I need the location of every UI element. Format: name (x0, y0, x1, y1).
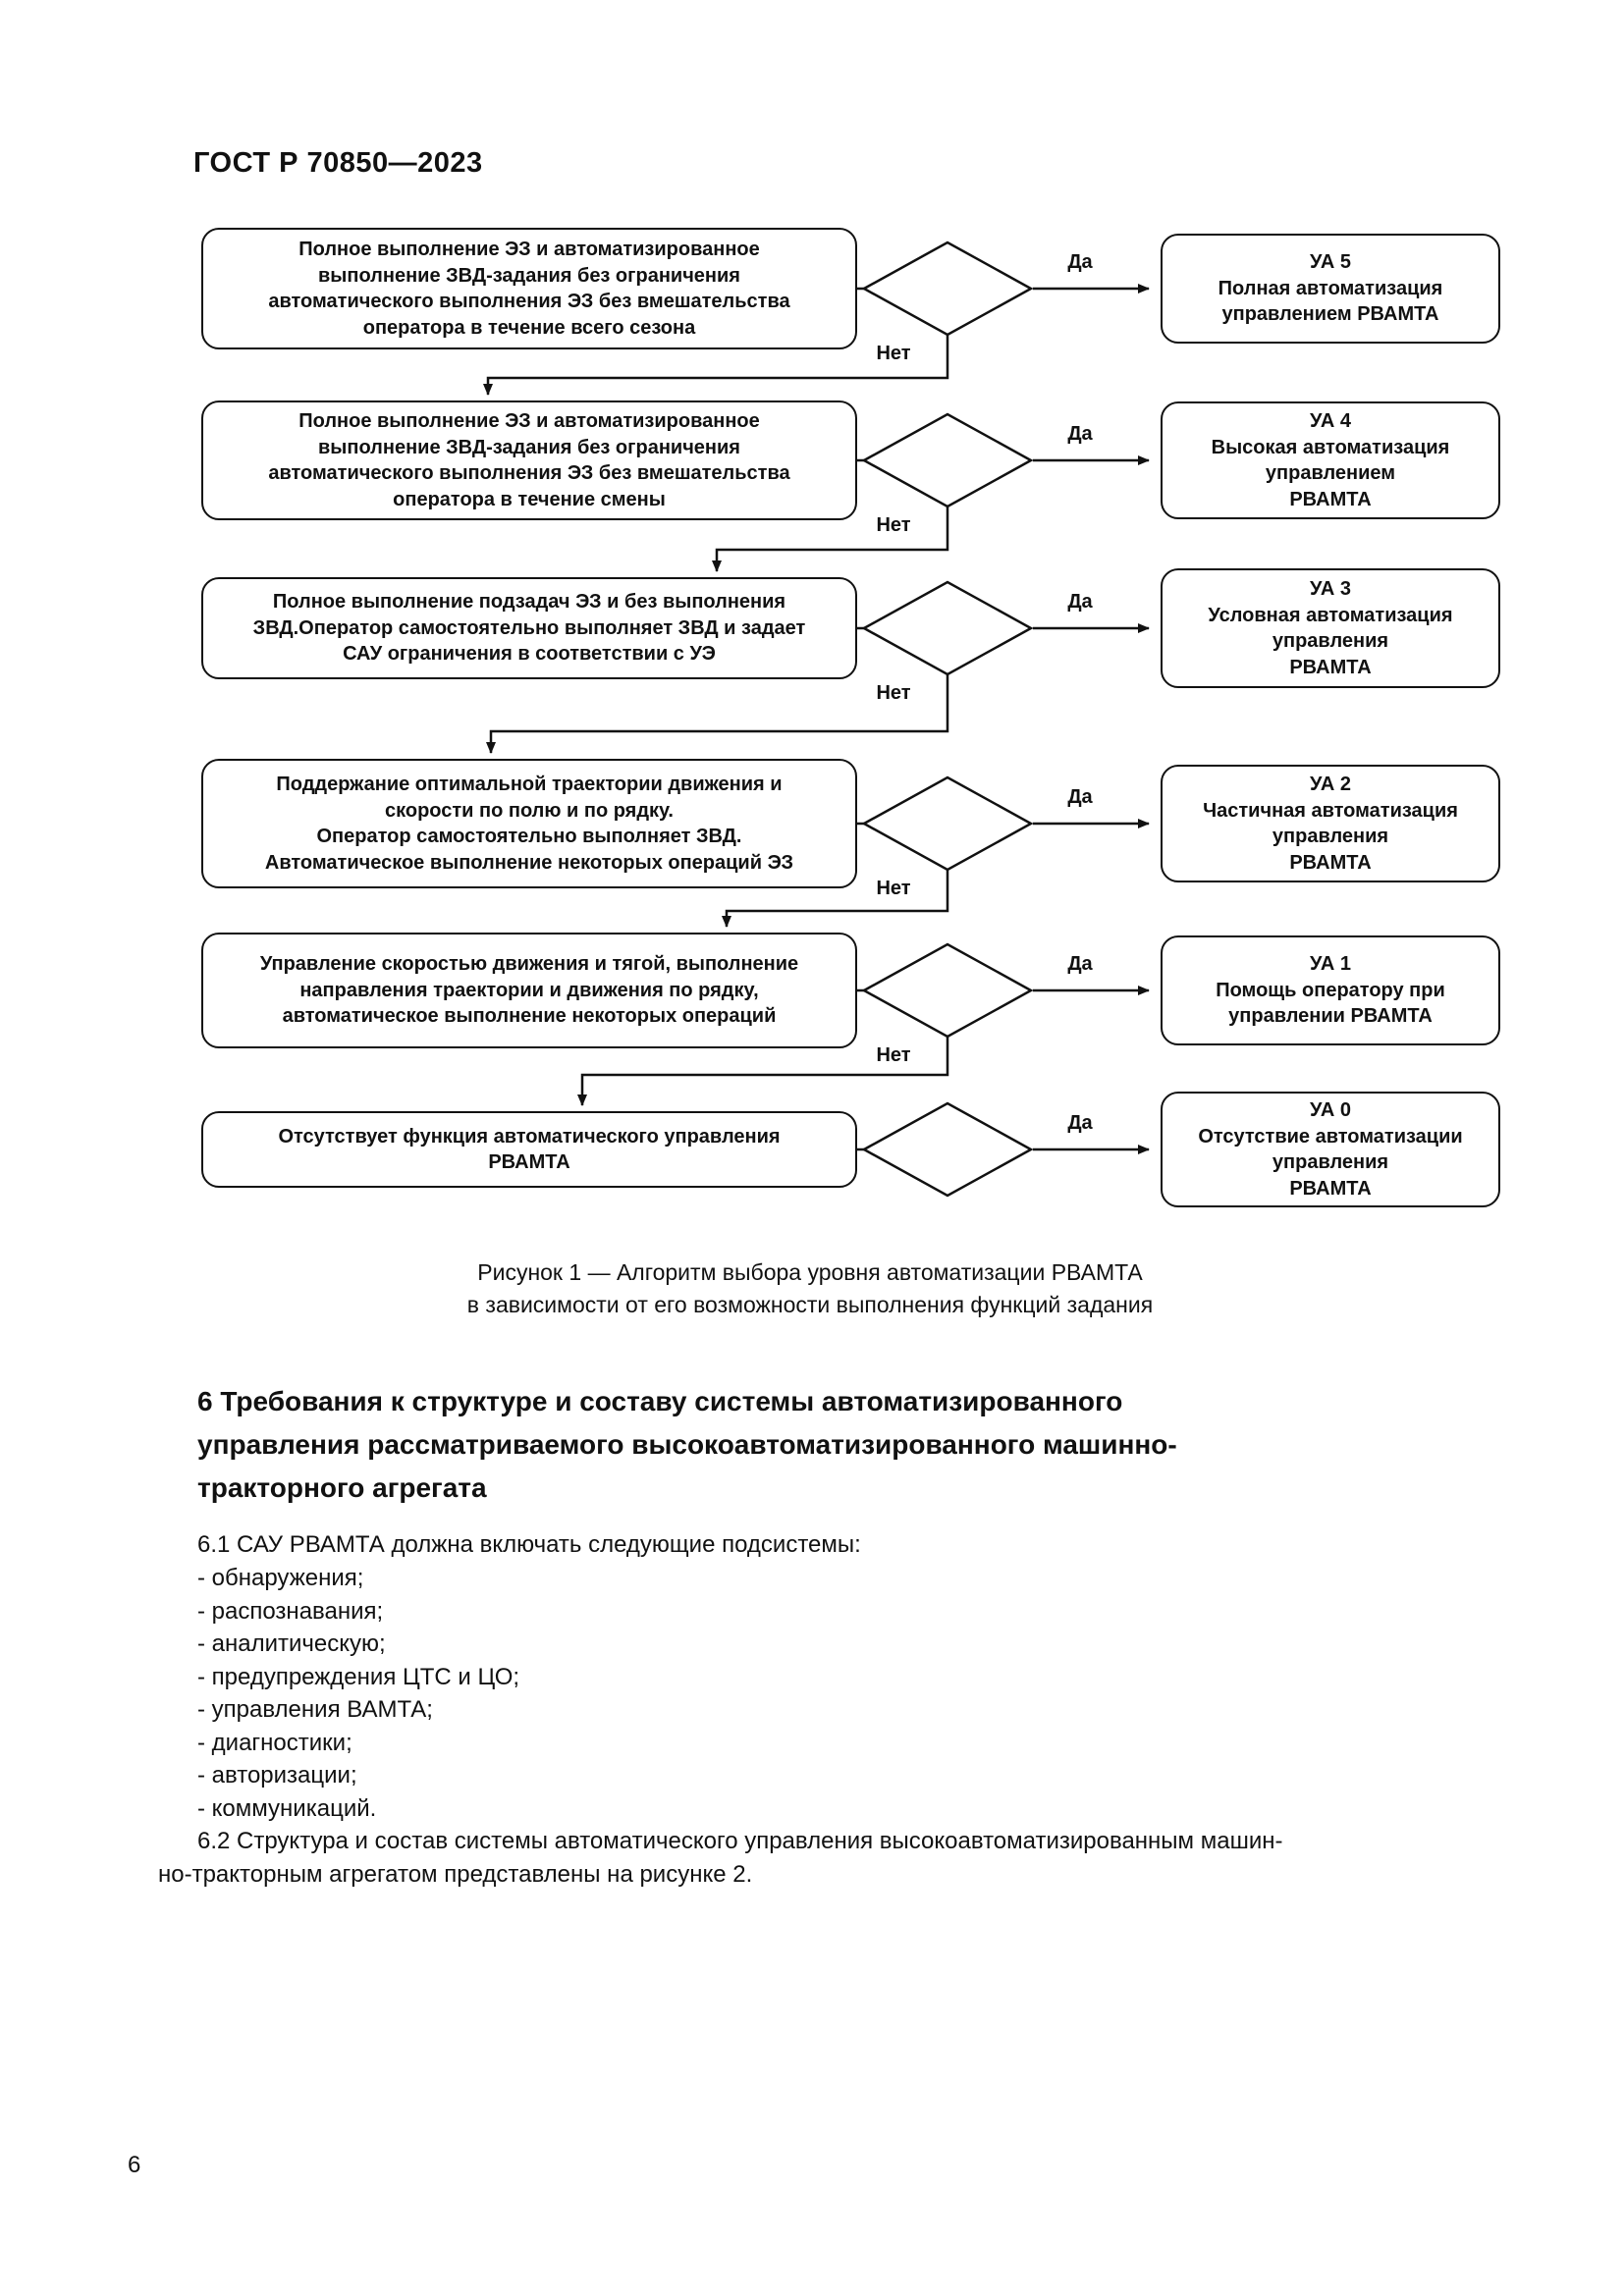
yes-label: Да (1067, 1112, 1093, 1134)
list-item: - управления ВАМТА; (197, 1696, 433, 1723)
no-label: Нет (876, 514, 911, 536)
yes-label: Да (1067, 251, 1093, 273)
section-body: 6.1 САУ РВАМТА должна включать следующие… (158, 1528, 1503, 1892)
list-item: - обнаружения; (197, 1565, 364, 1591)
yes-label: Да (1067, 591, 1093, 613)
decision-diamonds (861, 240, 1034, 1198)
result-box-ua2: УА 2 Частичная автоматизация управления … (1161, 765, 1500, 882)
result-box-ua5: УА 5 Полная автоматизация управлением РВ… (1161, 234, 1500, 344)
no-label: Нет (876, 343, 911, 364)
para-6-1: 6.1 САУ РВАМТА должна включать следующие… (197, 1531, 861, 1558)
result-box-ua1: УА 1 Помощь оператору при управлении РВА… (1161, 935, 1500, 1045)
result-box-ua3: УА 3 Условная автоматизация управления Р… (1161, 568, 1500, 688)
condition-box-ua5: Полное выполнение ЭЗ и автоматизированно… (201, 228, 857, 349)
list-item: - диагностики; (197, 1729, 352, 1756)
figure-caption: Рисунок 1 — Алгоритм выбора уровня автом… (466, 1259, 1154, 1317)
subsystem-list: - обнаружения; - распознавания; - аналит… (158, 1562, 1503, 1825)
condition-box-ua3: Полное выполнение подзадач ЭЗ и без выпо… (201, 577, 857, 679)
result-box-ua0: УА 0 Отсутствие автоматизации управления… (1161, 1092, 1500, 1207)
yes-label: Да (1067, 786, 1093, 808)
result-box-ua4: УА 4 Высокая автоматизация управлением Р… (1161, 401, 1500, 519)
condition-box-ua1: Управление скоростью движения и тягой, в… (201, 933, 857, 1048)
condition-box-ua0: Отсутствует функция автоматического упра… (201, 1111, 857, 1188)
flowchart-connectors (483, 240, 1150, 1198)
yes-label: Да (1067, 953, 1093, 975)
no-label: Нет (876, 1044, 911, 1066)
document-header: ГОСТ Р 70850—2023 (193, 147, 483, 179)
para-6-2: 6.2 Структура и состав системы автоматич… (158, 1828, 1283, 1888)
no-label: Нет (876, 878, 911, 899)
yes-label: Да (1067, 423, 1093, 445)
list-item: - коммуникаций. (197, 1794, 377, 1822)
list-item: - авторизации; (197, 1762, 357, 1789)
page-number: 6 (128, 2152, 141, 2178)
list-item: - аналитическую; (197, 1630, 386, 1657)
figure-flowchart: Полное выполнение ЭЗ и автоматизированно… (201, 228, 1500, 1207)
condition-box-ua4: Полное выполнение ЭЗ и автоматизированно… (201, 400, 857, 520)
list-item: - распознавания; (197, 1597, 384, 1625)
no-label: Нет (876, 682, 911, 704)
section-heading: 6 Требования к структуре и составу систе… (197, 1386, 1177, 1503)
list-item: - предупреждения ЦТС и ЦО; (197, 1663, 520, 1690)
condition-box-ua2: Поддержание оптимальной траектории движе… (201, 759, 857, 888)
